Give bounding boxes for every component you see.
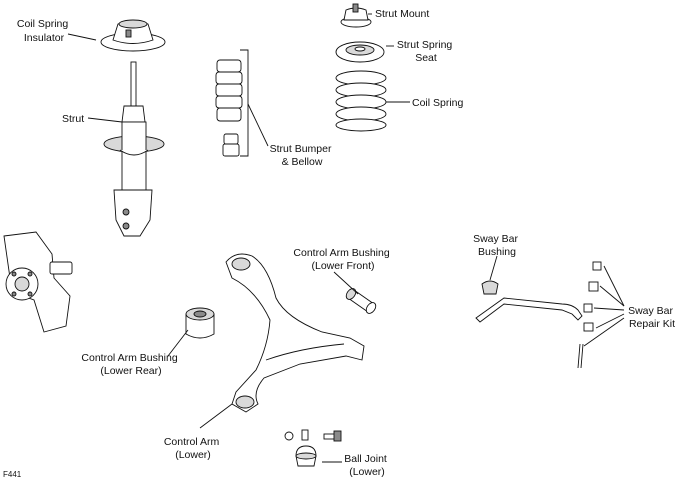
strut-mount-part — [340, 3, 372, 28]
strut-mount-label: Strut Mount — [375, 8, 429, 20]
ball-joint-label: Ball Joint (Lower) — [344, 453, 390, 478]
strut-bumper-bellow-part — [215, 49, 249, 157]
control-arm-bushing-rear-part — [185, 307, 215, 339]
strut-bumper-bellow-label: Strut Bumper & Bellow — [270, 143, 335, 168]
steering-knuckle-part — [3, 231, 73, 333]
sway-bar-bushing-label: Sway Bar Bushing — [473, 233, 521, 258]
strut-spring-seat-part — [335, 41, 385, 63]
coil-spring-insulator-label: Coil Spring Insulator — [17, 18, 71, 44]
strut-spring-seat-label: Strut Spring Seat — [397, 39, 455, 64]
sway-bar-part — [475, 261, 602, 369]
coil-spring-insulator-part — [100, 19, 166, 52]
leader-lines — [67, 13, 625, 463]
coil-spring-part — [335, 70, 387, 132]
sway-bar-bushing-part — [481, 280, 499, 295]
control-arm-bushing-front-part — [345, 288, 377, 314]
strut-part — [103, 61, 165, 237]
coil-spring-label: Coil Spring — [412, 97, 464, 109]
figure-id: F441 — [3, 470, 22, 479]
ball-joint-part — [284, 429, 342, 467]
control-arm-label: Control Arm (Lower) — [164, 436, 222, 461]
sway-bar-repair-kit-label: Sway Bar Repair Kit — [628, 305, 676, 330]
lower-control-arm-part — [225, 253, 365, 413]
control-arm-bushing-rear-label: Control Arm Bushing (Lower Rear) — [81, 352, 180, 377]
strut-label: Strut — [62, 113, 84, 125]
control-arm-bushing-front-label: Control Arm Bushing (Lower Front) — [293, 247, 392, 272]
